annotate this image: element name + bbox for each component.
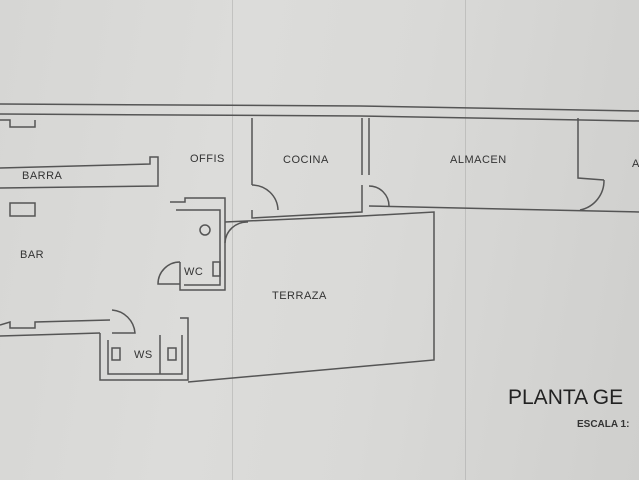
- almacen-door-swing: [368, 185, 390, 207]
- room-label-almacen: ALMACEN: [450, 154, 507, 166]
- room-label-bar: BAR: [20, 249, 45, 261]
- bar-pillar: [0, 119, 36, 128]
- room-label-barra: BARRA: [22, 170, 63, 182]
- bar-block: [9, 202, 36, 217]
- sink: [199, 224, 211, 236]
- wc-walls: [170, 197, 226, 291]
- room-label-ws: WS: [134, 349, 153, 361]
- plan-title: PLANTA GE: [508, 386, 624, 409]
- ws-toilet: [111, 347, 121, 361]
- wc-door-swing: [157, 261, 181, 285]
- plan-scale: ESCALA 1:: [577, 419, 630, 430]
- room-label-partial: A: [632, 158, 639, 170]
- room-label-offis: OFFIS: [190, 153, 225, 165]
- almacen-bottom-wall: [368, 205, 639, 213]
- toilet: [212, 261, 221, 277]
- cocina-door-swing: [251, 184, 279, 211]
- room-label-terraza: TERRAZA: [272, 290, 327, 302]
- ws-walls: [99, 317, 189, 381]
- top-wall-inner: [0, 113, 639, 122]
- ws-door-swing: [111, 309, 136, 334]
- terraza-boundary: [187, 211, 435, 383]
- room-label-wc: WC: [184, 266, 204, 278]
- top-wall-outer: [0, 103, 639, 112]
- barra-counter: [0, 156, 159, 189]
- room-label-cocina: COCINA: [283, 154, 329, 166]
- bar-lower-wall: [0, 319, 111, 329]
- paper-fold: [232, 0, 233, 480]
- offis-door-swing: [224, 221, 249, 244]
- paper-fold: [465, 0, 466, 480]
- partial-room-door-swing: [579, 179, 605, 211]
- cocina-bottom-wall: [251, 185, 363, 219]
- partial-room-wall: [577, 118, 605, 181]
